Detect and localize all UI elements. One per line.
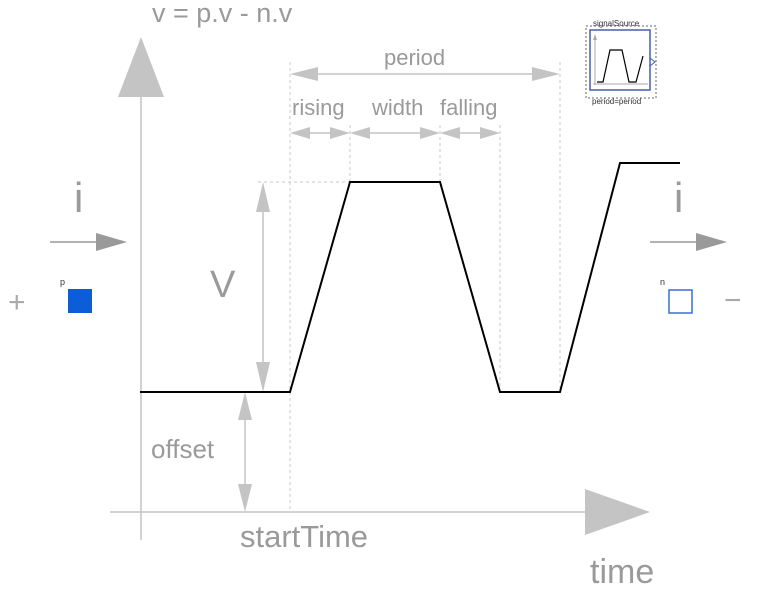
negative-pin-label: n [660, 277, 665, 287]
falling-label: falling [440, 95, 497, 120]
current-left-arrow-icon [50, 233, 127, 251]
positive-sign: + [8, 286, 26, 319]
negative-pin-connector[interactable] [668, 289, 693, 314]
current-right-arrow-icon [650, 233, 727, 251]
time-axis-label: time [590, 553, 654, 590]
current-right-label: i [674, 174, 683, 221]
signal-source-param: period=period [592, 97, 641, 106]
current-left-label: i [74, 174, 83, 221]
negative-sign: − [724, 284, 742, 317]
amplitude-label: V [210, 264, 236, 306]
equation-label: v = p.v - n.v [152, 0, 293, 28]
signal-source-icon[interactable]: signalSource period=period [585, 19, 657, 106]
guide-lines [258, 62, 561, 512]
signal-source-title: signalSource [593, 19, 640, 28]
time-axis [110, 489, 650, 535]
offset-label: offset [151, 434, 215, 464]
trapezoid-waveform [140, 162, 680, 393]
period-left-arrow-icon [290, 67, 318, 81]
period-right-arrow-icon [532, 67, 560, 81]
width-label: width [371, 95, 423, 120]
segment-dimensions [290, 127, 500, 139]
vertical-axis-arrow-icon [118, 37, 164, 97]
time-axis-arrow-icon [585, 489, 650, 535]
positive-pin-connector[interactable] [68, 289, 92, 313]
rising-label: rising [292, 95, 345, 120]
vertical-axis [118, 37, 164, 540]
period-label: period [384, 45, 445, 70]
offset-dimension [238, 392, 252, 512]
amplitude-dimension [256, 182, 270, 392]
positive-pin-label: p [60, 277, 65, 287]
start-time-label: startTime [240, 519, 368, 554]
period-dimension [290, 67, 560, 81]
